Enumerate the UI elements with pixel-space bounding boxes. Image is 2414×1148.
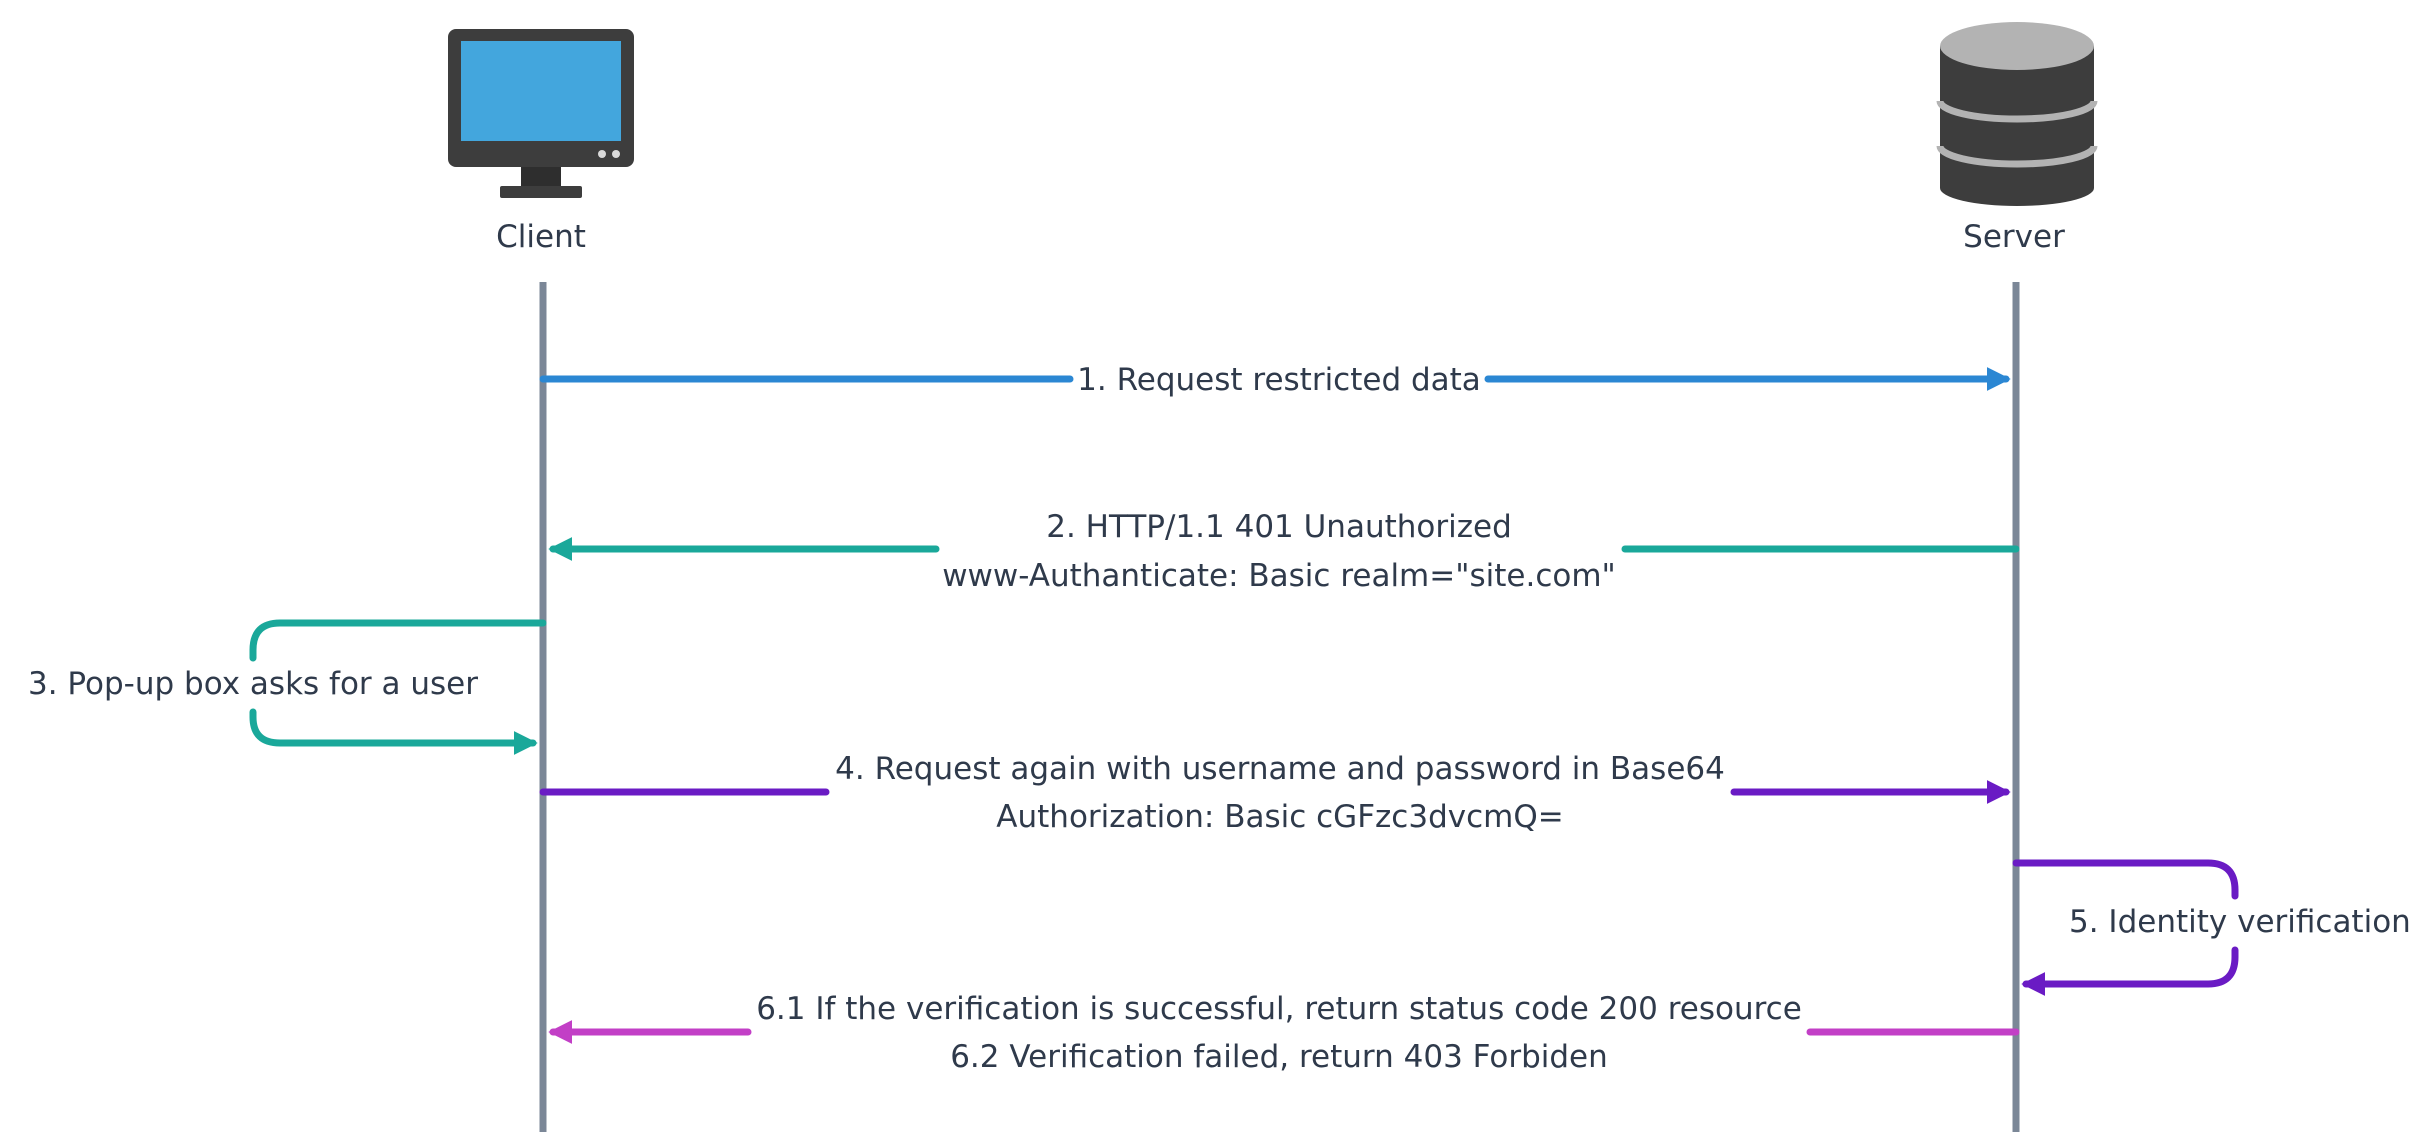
message-5: 5. Identity verification bbox=[2012, 859, 2411, 996]
server-label: Server bbox=[1963, 219, 2065, 255]
client-label: Client bbox=[496, 219, 586, 255]
message-3-loop-top bbox=[249, 619, 547, 662]
message-4-label-line2: Authorization: Basic cGFzc3dvcmQ= bbox=[996, 799, 1563, 835]
message-5-loop-top bbox=[2012, 859, 2239, 900]
message-5-loop-bottom bbox=[2021, 946, 2239, 996]
message-3: 3. Pop-up box asks for a user bbox=[28, 619, 547, 755]
message-1: 1. Request restricted data bbox=[539, 362, 2011, 398]
server-actor: Server bbox=[1936, 22, 2098, 255]
client-actor: Client bbox=[448, 29, 634, 255]
message-2: 2. HTTP/1.1 401 Unauthorized www-Authant… bbox=[548, 509, 2020, 594]
database-icon bbox=[1936, 22, 2098, 206]
monitor-icon bbox=[448, 29, 634, 198]
message-4: 4. Request again with username and passw… bbox=[539, 751, 2011, 835]
message-2-label-line2: www-Authanticate: Basic realm="site.com" bbox=[942, 558, 1616, 594]
message-5-label: 5. Identity verification bbox=[2069, 904, 2411, 940]
message-6: 6.1 If the verification is successful, r… bbox=[548, 991, 2020, 1075]
message-4-label-line1: 4. Request again with username and passw… bbox=[835, 751, 1725, 787]
message-6-label-line2: 6.2 Verification failed, return 403 Forb… bbox=[950, 1039, 1608, 1075]
message-6-label-line1: 6.1 If the verification is successful, r… bbox=[756, 991, 1802, 1027]
message-3-loop-bottom bbox=[249, 708, 538, 755]
message-1-label: 1. Request restricted data bbox=[1077, 362, 1481, 398]
message-3-label: 3. Pop-up box asks for a user bbox=[28, 666, 478, 702]
message-2-label-line1: 2. HTTP/1.1 401 Unauthorized bbox=[1046, 509, 1512, 545]
